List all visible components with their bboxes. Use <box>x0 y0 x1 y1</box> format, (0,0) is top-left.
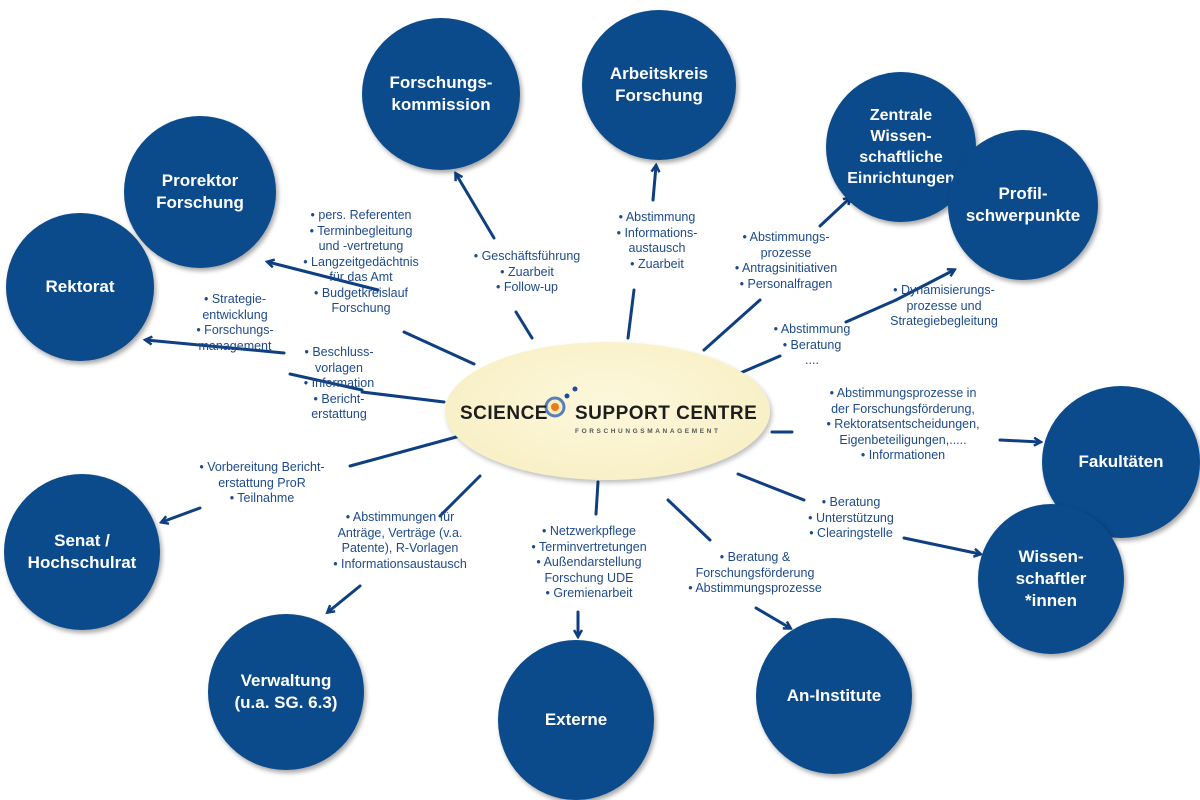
connector-senat <box>162 434 462 522</box>
connector-line <box>736 354 782 376</box>
connector-line <box>594 480 600 516</box>
label-profil-dynamisierung: • Dynamisierungs- prozesse und Strategie… <box>890 283 998 328</box>
connector-line <box>626 288 636 340</box>
connector-line <box>666 498 712 542</box>
label-wissenschaftler: • Beratung • Unterstützung • Clearingste… <box>808 495 894 540</box>
node-label: Senat / Hochschulrat <box>27 531 137 572</box>
connector-forschungskommission <box>456 174 534 340</box>
connector-line <box>402 330 476 366</box>
node-label: An-Institute <box>786 686 882 705</box>
connector-line <box>360 390 446 404</box>
connector-an-institute <box>666 498 790 628</box>
label-zentrale: • Abstimmungs- prozesse • Antragsinitiat… <box>734 230 838 291</box>
connector-zentrale <box>702 198 850 352</box>
connector-line <box>844 298 898 324</box>
connector-line <box>348 434 462 468</box>
node-an-institute[interactable]: An-Institute <box>756 618 912 774</box>
connector-line <box>736 472 806 502</box>
node-forschungskommission[interactable]: Forschungs- kommission <box>362 18 520 170</box>
logo-icon <box>544 386 578 418</box>
hub-subtitle: FORSCHUNGSMANAGEMENT <box>575 428 721 435</box>
label-rektorat-beschluss: • Beschluss- vorlagen • Information • Be… <box>303 345 375 421</box>
connector-verwaltung <box>328 474 482 612</box>
node-verwaltung[interactable]: Verwaltung (u.a. SG. 6.3) <box>208 614 364 770</box>
node-wissenschaftler[interactable]: Wissen- schaftler *innen <box>978 504 1124 654</box>
arrow-icon <box>162 506 202 522</box>
node-externe[interactable]: Externe <box>498 640 654 800</box>
connector-arbeitskreis <box>626 166 656 340</box>
arrow-icon <box>894 270 954 302</box>
label-an-institute: • Beratung & Forschungsförderung • Absti… <box>688 550 822 595</box>
node-label: Externe <box>544 710 608 729</box>
arrow-icon <box>146 340 286 355</box>
arrow-icon <box>328 584 362 612</box>
label-verwaltung: • Abstimmungen für Anträge, Verträge (v.… <box>333 510 467 571</box>
arrow-icon <box>456 174 496 240</box>
connector-line <box>702 298 762 352</box>
label-fakultaeten: • Abstimmungsprozesse in der Forschungsf… <box>826 386 980 462</box>
hub-title-right: SUPPORT CENTRE <box>575 403 758 424</box>
label-externe: • Netzwerkpflege • Terminvertretungen • … <box>531 524 647 600</box>
node-profilschwerpunkte[interactable]: Profil- schwerpunkte <box>948 130 1098 280</box>
node-label: Arbeitskreis Forschung <box>609 64 709 105</box>
node-label: Verwaltung (u.a. SG. 6.3) <box>234 671 338 712</box>
arrow-icon <box>653 166 656 202</box>
node-rektorat[interactable]: Rektorat <box>6 213 154 361</box>
label-profil-abstimmung: • Abstimmung • Beratung .... <box>773 322 851 367</box>
node-prorektor-forschung[interactable]: Prorektor Forschung <box>124 116 276 268</box>
hub-science-support-centre[interactable] <box>445 342 770 480</box>
arrow-icon <box>902 536 980 554</box>
node-label: Rektorat <box>45 277 115 296</box>
connector-line <box>514 310 534 340</box>
node-label: Forschungs- kommission <box>389 73 493 114</box>
arrow-icon <box>754 606 790 628</box>
label-rektorat-strategie: • Strategie- entwicklung • Forschungs- m… <box>196 292 274 353</box>
node-senat-hochschulrat[interactable]: Senat / Hochschulrat <box>4 474 160 630</box>
connector-rektorat <box>146 340 446 404</box>
node-label: Zentrale Wissen- schaftliche Einrichtung… <box>847 107 955 187</box>
connector-profil <box>736 270 954 376</box>
connector-externe <box>578 480 600 636</box>
connector-line <box>288 372 364 392</box>
node-label: Wissen- schaftler *innen <box>1015 547 1087 610</box>
connector-wissenschaftler <box>736 472 980 554</box>
label-prorektor: • pers. Referenten • Terminbegleitung un… <box>303 208 419 315</box>
arrow-icon <box>818 198 850 228</box>
arrow-icon <box>268 262 380 292</box>
node-label: Fakultäten <box>1078 452 1164 471</box>
node-arbeitskreis-forschung[interactable]: Arbeitskreis Forschung <box>582 10 736 160</box>
label-senat: • Vorbereitung Bericht- erstattung ProR … <box>199 460 325 505</box>
connector-prorektor <box>268 262 476 366</box>
node-label: Prorektor Forschung <box>156 171 244 212</box>
node-label: Profil- schwerpunkte <box>965 184 1081 225</box>
label-forschungskommission: • Geschäftsführung • Zuarbeit • Follow-u… <box>473 249 581 294</box>
arrow-icon <box>998 440 1040 442</box>
connector-line <box>438 474 482 518</box>
label-arbeitskreis: • Abstimmung • Informations- austausch •… <box>616 210 698 271</box>
connector-fakultaeten <box>770 430 1040 442</box>
hub-title-left: SCIENCE <box>460 403 548 424</box>
